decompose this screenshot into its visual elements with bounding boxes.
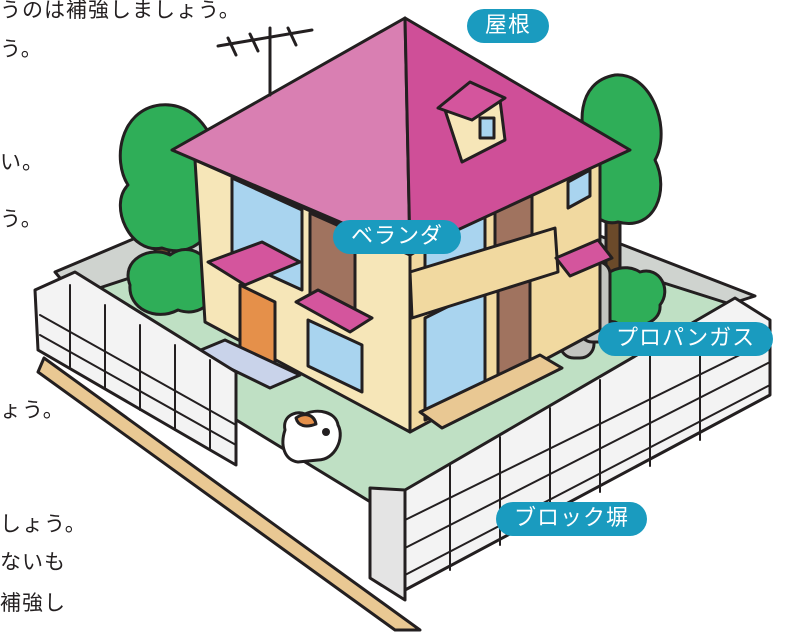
label-block-wall: ブロック塀 [496, 502, 648, 536]
text-fragment-7: ないも [0, 550, 66, 574]
lower-window [306, 318, 364, 394]
calico-cat [281, 409, 342, 464]
dormer-window [478, 116, 496, 140]
wooden-deck [418, 353, 564, 430]
text-fragment-1: うのは補強しましょう。 [0, 0, 241, 22]
text-fragment-3: い。 [0, 150, 44, 174]
label-propane-gas: プロパンガス [598, 322, 774, 356]
text-fragment-6: しょう。 [0, 512, 87, 536]
text-fragment-8: 補強し [0, 591, 66, 615]
veranda [408, 226, 560, 320]
window-awning [294, 288, 374, 334]
text-fragment-4: う。 [0, 207, 43, 231]
door-awning [206, 240, 302, 287]
roof-right [403, 16, 632, 254]
ground-band [36, 356, 422, 632]
side-awning [554, 238, 614, 278]
block-wall-post [368, 486, 407, 602]
label-veranda: ベランダ [333, 220, 462, 254]
doormat [194, 338, 302, 390]
text-fragment-5: ょう。 [0, 398, 65, 422]
antenna [216, 26, 314, 97]
dormer-roof [436, 80, 507, 122]
label-roof: 屋根 [467, 9, 550, 43]
side-window [566, 168, 592, 210]
text-fragment-2: う。 [0, 37, 43, 61]
